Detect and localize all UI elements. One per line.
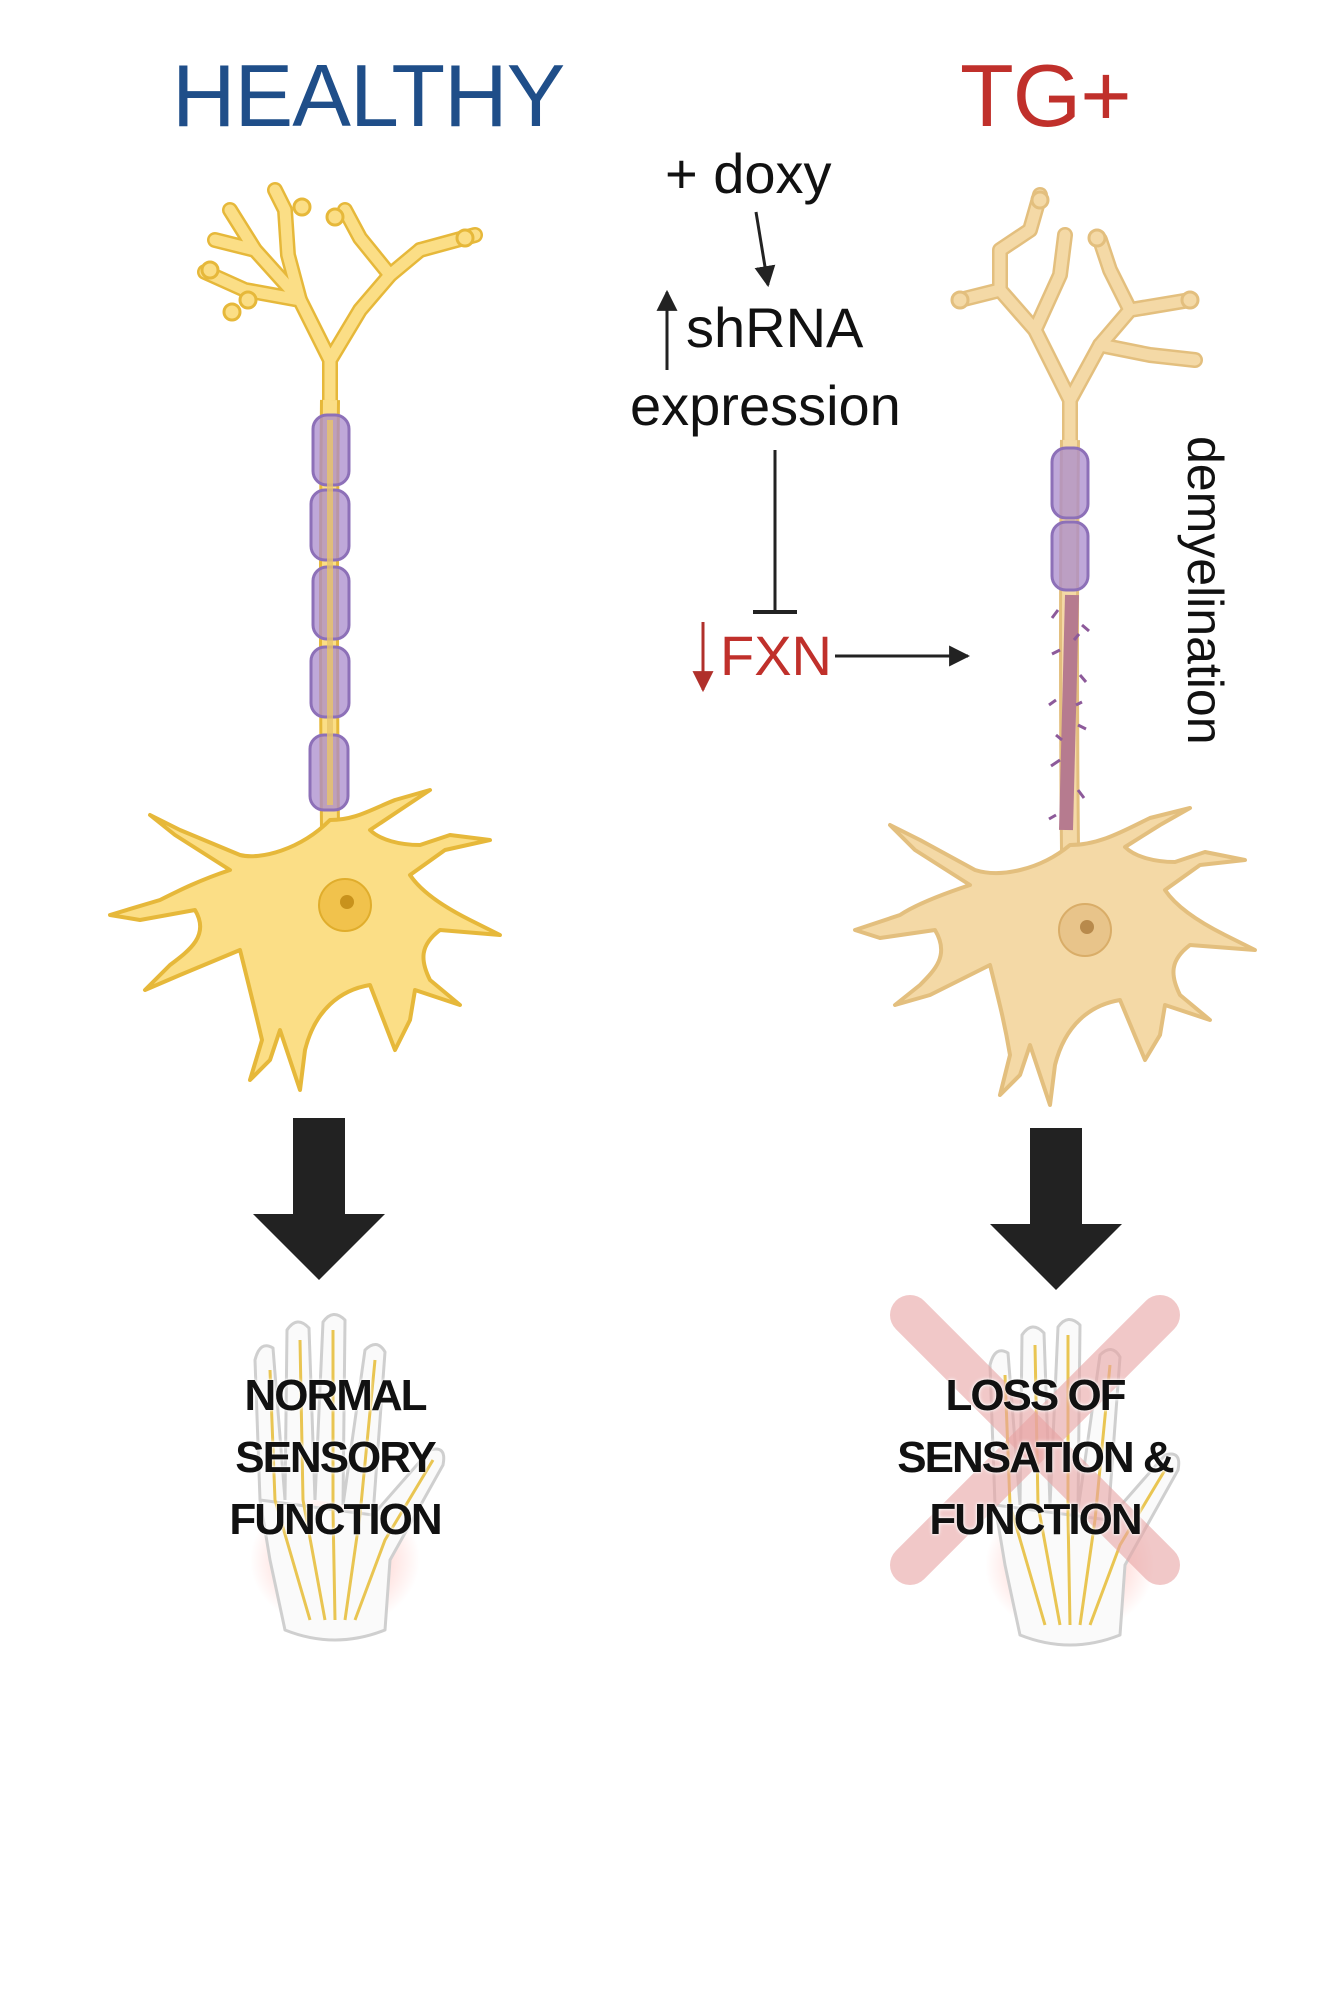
loss-cross-icon (890, 1295, 1180, 1585)
tg-title: TG+ (960, 46, 1132, 145)
tg-outcome-line-1: LOSS OF (945, 1371, 1126, 1420)
demyelination-label: demyelination (1177, 436, 1233, 745)
healthy-title: HEALTHY (172, 46, 565, 145)
healthy-neuron-icon (108, 182, 502, 1092)
expression-label: expression (630, 374, 901, 437)
shrna-label: shRNA (686, 296, 864, 359)
doxy-label: + doxy (665, 142, 832, 205)
tg-neuron-icon (853, 187, 1257, 1107)
tg-outcome-line-3: FUNCTION (929, 1495, 1142, 1544)
healthy-outcome-line-1: NORMAL (244, 1371, 427, 1420)
healthy-outcome-line-3: FUNCTION (229, 1495, 442, 1544)
tg-outcome-text: LOSS OF SENSATION & FUNCTION (870, 1365, 1200, 1551)
healthy-outcome-text: NORMAL SENSORY FUNCTION (200, 1365, 470, 1551)
tg-outcome-arrow (990, 1128, 1122, 1290)
mechanism-arrows (656, 211, 971, 693)
healthy-outcome-arrow (253, 1118, 385, 1280)
fxn-label: FXN (720, 624, 832, 687)
tg-outcome-line-2: SENSATION & (897, 1433, 1174, 1482)
healthy-outcome-line-2: SENSORY (235, 1433, 437, 1482)
myelin-debris (1048, 609, 1090, 821)
healthy-hand-icon (250, 1313, 446, 1642)
